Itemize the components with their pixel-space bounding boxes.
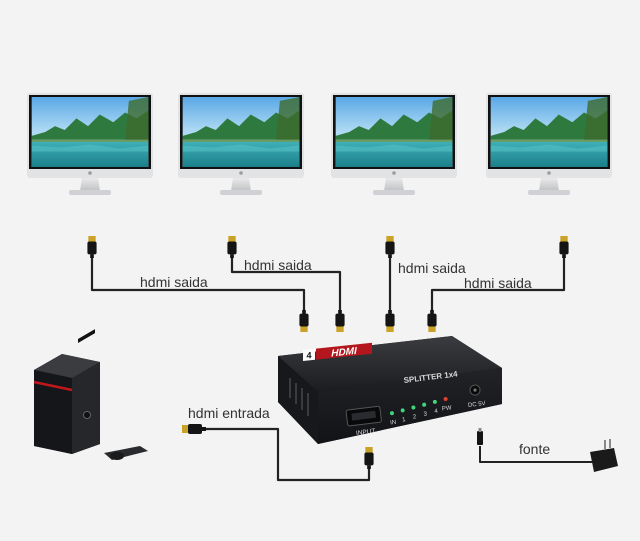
led-label-3: 3 — [423, 411, 428, 417]
hdmi-splitter-device: 4 HDMI SPLITTER 1x4 INPUT IN 1 2 3 4 PW — [278, 336, 502, 444]
hdmi-plug-icon — [182, 424, 206, 434]
dc-port-label: DC 5V — [468, 401, 486, 409]
label-hdmi-saida-1: hdmi saida — [140, 274, 208, 290]
label-hdmi-entrada: hdmi entrada — [188, 405, 270, 421]
hdmi-plug-icon — [385, 310, 395, 332]
power-cable — [479, 446, 598, 463]
hdmi-plug-icon — [427, 310, 437, 332]
hdmi-plug-icon — [227, 236, 237, 258]
monitor-2 — [178, 93, 304, 195]
monitor-4 — [486, 93, 612, 195]
monitor-1 — [27, 93, 153, 195]
hdmi-plug-icon — [364, 447, 374, 469]
led-label-pw: PW — [442, 405, 453, 412]
hdmi-plug-icon — [335, 310, 345, 332]
input-port-label: INPUT — [356, 428, 376, 437]
label-hdmi-saida-2: hdmi saida — [244, 257, 312, 273]
label-hdmi-saida-3: hdmi saida — [398, 260, 466, 276]
label-hdmi-saida-4: hdmi saida — [464, 275, 532, 291]
power-adapter-icon — [590, 439, 618, 472]
hdmi-plug-icon — [385, 236, 395, 258]
led-label-in: IN — [390, 420, 397, 427]
hdmi-plug-icon — [559, 236, 569, 258]
hdmi-output-cables — [90, 256, 566, 315]
splitter-badge: 4 — [306, 350, 311, 360]
led-label-1: 1 — [402, 417, 407, 423]
splitter-logo: HDMI — [331, 346, 357, 360]
hdmi-input-cable — [205, 427, 371, 482]
computer-tower-icon — [33, 329, 100, 454]
monitor-3 — [331, 93, 457, 195]
led-label-4: 4 — [434, 409, 439, 415]
keyboard-mouse-icon — [104, 446, 148, 460]
hdmi-plug-icon — [299, 310, 309, 332]
led-label-2: 2 — [413, 414, 418, 420]
hdmi-plug-icon — [87, 236, 97, 258]
label-fonte: fonte — [519, 441, 551, 457]
